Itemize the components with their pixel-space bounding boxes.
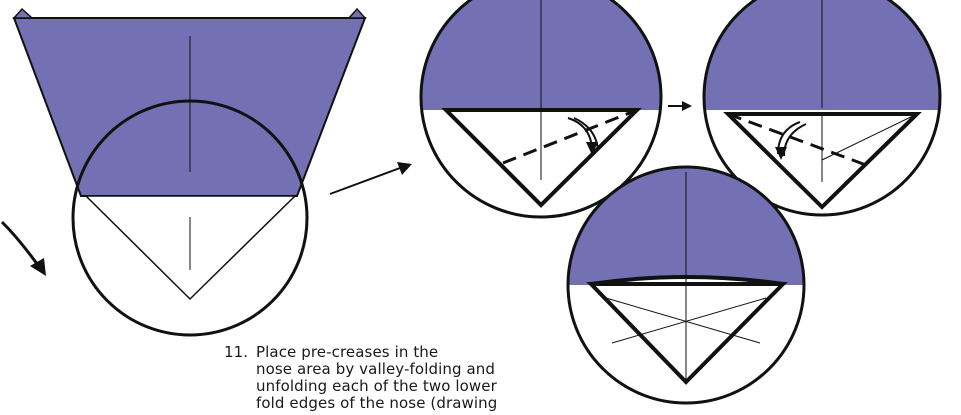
next-arrow-icon bbox=[668, 101, 692, 111]
caption-line: fold edges of the nose (drawing bbox=[256, 394, 498, 412]
corner-tab-right bbox=[347, 7, 367, 19]
caption-line: Place pre-creases in the bbox=[256, 343, 439, 361]
step-number: 11. bbox=[224, 343, 249, 361]
caption-line: nose area by valley-folding and bbox=[256, 360, 495, 378]
curved-arrow-icon bbox=[0, 220, 46, 276]
detail-circle-outline bbox=[702, 0, 942, 217]
valley-fold-line bbox=[727, 112, 867, 167]
zoom-circle bbox=[71, 99, 309, 337]
existing-crease bbox=[821, 113, 918, 161]
arrow-to-detail-icon bbox=[329, 162, 412, 195]
detail-circle-step-b bbox=[702, 0, 942, 217]
detail-circle-outline bbox=[419, 0, 663, 219]
detail-circle-outline bbox=[566, 165, 806, 405]
white-nose-triangle bbox=[586, 282, 788, 385]
pre-crease-lines bbox=[605, 276, 767, 382]
step-caption: 11. Place pre-creases in the nose area by… bbox=[224, 344, 554, 412]
detail-circle-step-a bbox=[419, 0, 663, 219]
valley-fold-line bbox=[502, 108, 638, 165]
step-figure-trapezoid bbox=[12, 7, 367, 337]
caption-line: unfolding each of the two lower bbox=[256, 377, 497, 395]
detail-circle-result bbox=[566, 165, 806, 405]
corner-tab-left bbox=[12, 7, 34, 19]
